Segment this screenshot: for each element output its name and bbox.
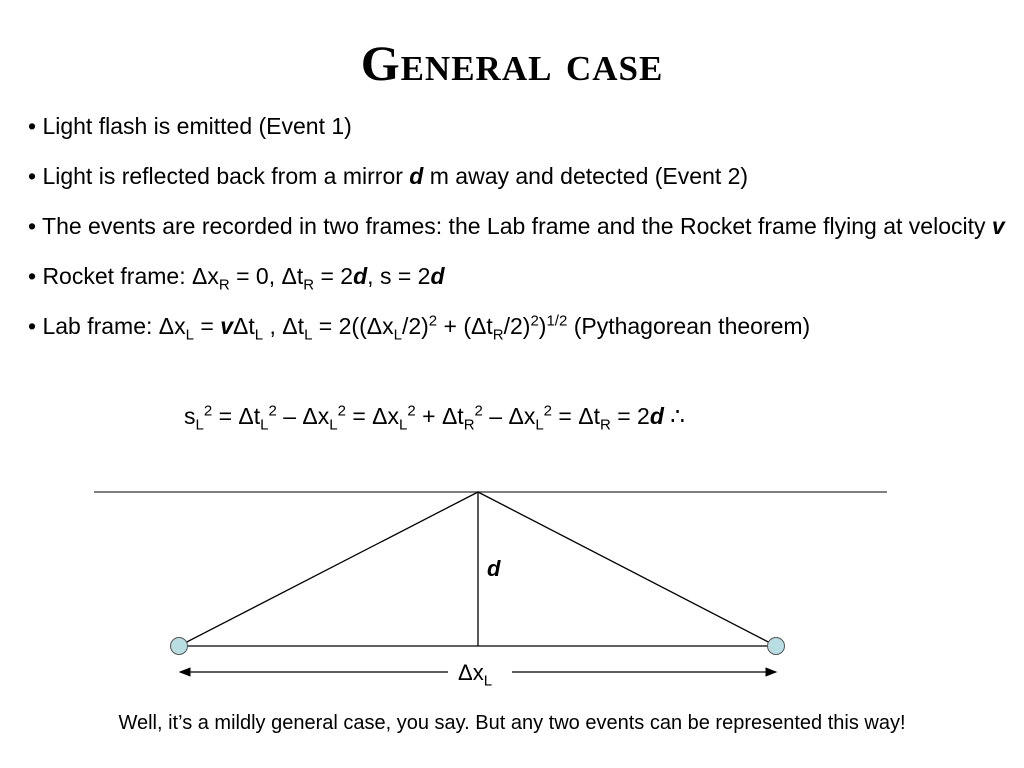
- superscript: 2: [428, 312, 438, 330]
- eq-part: = Δt: [212, 403, 261, 429]
- subscript: L: [304, 326, 313, 344]
- bullet-event-2: • Light is reflected back from a mirror …: [28, 160, 1008, 193]
- interval-equation: sL2 = ΔtL2 – ΔxL2 = ΔxL2 + ΔtR2 – ΔxL2 =…: [184, 400, 685, 433]
- bullet-event-2-text-b: m away and detected (Event 2): [423, 163, 749, 189]
- rocket-frame-text: , s = 2: [367, 263, 431, 289]
- bullet-event-1: • Light flash is emitted (Event 1): [28, 110, 1008, 143]
- lab-frame-text: Δt: [233, 313, 255, 339]
- subscript: R: [463, 416, 475, 434]
- superscript: 2: [407, 402, 416, 420]
- superscript: 2: [268, 402, 277, 420]
- eq-part: = Δx: [345, 403, 400, 429]
- base-label: ΔxL: [458, 660, 493, 690]
- subscript: L: [393, 326, 402, 344]
- superscript: 2: [530, 312, 539, 330]
- mirror-distance-symbol: d: [409, 163, 424, 189]
- rocket-frame-prefix: • Rocket frame: Δx: [28, 263, 219, 289]
- bullet-event-1-text: • Light flash is emitted (Event 1): [28, 113, 352, 139]
- bullet-event-2-text-a: • Light is reflected back from a mirror: [28, 163, 410, 189]
- lab-frame-text: , Δt: [263, 313, 305, 339]
- slide-caption: Well, it’s a mildly general case, you sa…: [118, 712, 906, 734]
- eq-part: = Δt: [552, 403, 600, 429]
- eq-part: + Δt: [415, 403, 464, 429]
- eq-part: = 2: [610, 403, 650, 429]
- bullet-lab-frame: • Lab frame: ΔxL = vΔtL , ΔtL = 2((ΔxL/2…: [28, 310, 1008, 343]
- eq-part: – Δx: [482, 403, 536, 429]
- light-ray-down: [477, 491, 777, 647]
- subscript: L: [185, 326, 194, 344]
- subscript: R: [492, 326, 504, 344]
- lab-frame-text: ): [538, 313, 547, 339]
- superscript: 2: [203, 402, 213, 420]
- lab-frame-text: + (Δt: [437, 313, 493, 339]
- bullet-rocket-frame: • Rocket frame: ΔxR = 0, ΔtR = 2d, s = 2…: [28, 260, 1008, 293]
- base-label-text: Δx: [458, 660, 484, 685]
- superscript: 2: [474, 402, 483, 420]
- subscript: R: [218, 276, 230, 294]
- bullet-list: • Light flash is emitted (Event 1) • Lig…: [28, 110, 1008, 360]
- superscript: 1/2: [546, 312, 568, 330]
- subscript: R: [303, 276, 315, 294]
- rocket-frame-text: = 0, Δt: [229, 263, 304, 289]
- bullet-frames-text: • The events are recorded in two frames:…: [28, 213, 992, 239]
- eq-part: – Δx: [276, 403, 330, 429]
- velocity-symbol: v: [220, 313, 234, 339]
- subscript: L: [195, 416, 204, 434]
- subscript: L: [483, 672, 493, 690]
- subscript: R: [599, 416, 611, 434]
- lab-frame-text: = 2((Δx: [312, 313, 394, 339]
- therefore-symbol: ∴: [663, 403, 685, 429]
- subscript: L: [535, 416, 544, 434]
- height-label: d: [487, 556, 501, 581]
- subscript: L: [260, 416, 269, 434]
- subscript: L: [254, 326, 264, 344]
- light-ray-up: [178, 491, 479, 647]
- lab-frame-text: =: [194, 313, 221, 339]
- superscript: 2: [543, 402, 553, 420]
- distance-symbol: d: [353, 263, 368, 289]
- slide-title: General case: [360, 35, 664, 91]
- subscript: L: [329, 416, 338, 434]
- event-2-marker: [767, 637, 785, 655]
- bullet-frames: • The events are recorded in two frames:…: [28, 210, 1008, 243]
- distance-symbol: d: [430, 263, 445, 289]
- subscript: L: [399, 416, 408, 434]
- lab-frame-prefix: • Lab frame: Δx: [28, 313, 186, 339]
- velocity-symbol: v: [991, 213, 1005, 239]
- lab-frame-text: /2): [503, 313, 531, 339]
- rocket-frame-text: = 2: [314, 263, 354, 289]
- superscript: 2: [337, 402, 346, 420]
- event-1-marker: [170, 637, 188, 655]
- lab-frame-text: (Pythagorean theorem): [567, 313, 811, 339]
- eq-part: s: [184, 403, 196, 429]
- distance-symbol: d: [649, 403, 664, 429]
- lab-frame-text: /2): [401, 313, 429, 339]
